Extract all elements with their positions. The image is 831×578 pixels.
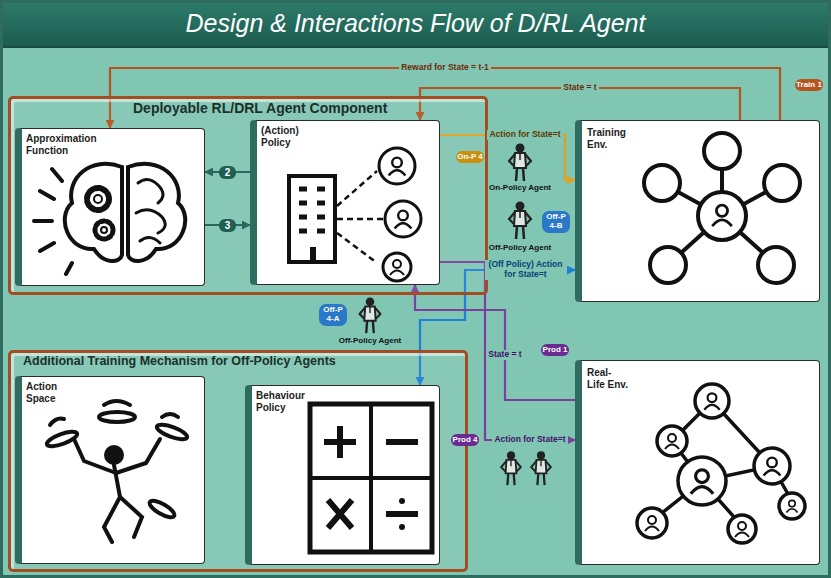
- edge-label: Reward for State = t-1: [399, 63, 491, 73]
- environment-box: Training Env.: [575, 120, 820, 302]
- box-label: Action Space: [26, 381, 76, 404]
- math-operators-illustration: [252, 386, 439, 564]
- step-badge: Off-P 4-B: [542, 211, 570, 233]
- step-number: 3: [219, 219, 237, 232]
- people-network-illustration: [582, 361, 819, 564]
- box-label: (Action) Policy: [261, 125, 317, 148]
- box-label: Training Env.: [587, 127, 639, 150]
- step-badge: Prod 1: [541, 344, 569, 357]
- step-badge: Off-P 4-A: [319, 304, 347, 326]
- agent-caption: Off-Policy Agent: [489, 243, 551, 252]
- step-badge: Train 1: [795, 79, 823, 92]
- environment-box: Real-Life Env.: [575, 360, 820, 565]
- behaviour-policy-box: Behaviour Policy: [245, 385, 440, 565]
- agent-caption: Off-Policy Agent: [339, 336, 401, 345]
- hub-network-illustration: [582, 121, 819, 301]
- panel-title: Deployable RL/DRL Agent Component: [133, 100, 387, 116]
- mechanism-panel: Additional Training Mechanism for Off-Po…: [8, 350, 468, 572]
- box-label: Approximation Function: [26, 133, 104, 156]
- component-panel: Deployable RL/DRL Agent Component Approx…: [8, 96, 488, 295]
- edge-label: Action for State=t: [492, 435, 567, 445]
- step-badge: On-P 4: [456, 151, 484, 164]
- edge-label: State = t: [486, 350, 523, 360]
- edge-label: State = t: [561, 83, 598, 93]
- step-number: 2: [219, 166, 237, 179]
- panel-title: Additional Training Mechanism for Off-Po…: [23, 354, 336, 368]
- step-badge: Prod 4: [451, 434, 479, 447]
- edge-label: Action for State=t: [487, 130, 562, 140]
- action-space-box: Action Space: [15, 376, 205, 564]
- box-label: Behaviour Policy: [256, 390, 304, 413]
- function-box: Approximation Function: [15, 128, 205, 286]
- policy-box: (Action) Policy: [250, 120, 440, 285]
- box-label: Real-Life Env.: [587, 367, 629, 390]
- agent-caption: On-Policy Agent: [489, 183, 551, 192]
- juggler-illustration: [22, 377, 204, 563]
- edge-label: (Off Policy) Action for State=t: [485, 260, 567, 280]
- diagram-title: Design & Interactions Flow of D/RL Agent: [0, 9, 831, 38]
